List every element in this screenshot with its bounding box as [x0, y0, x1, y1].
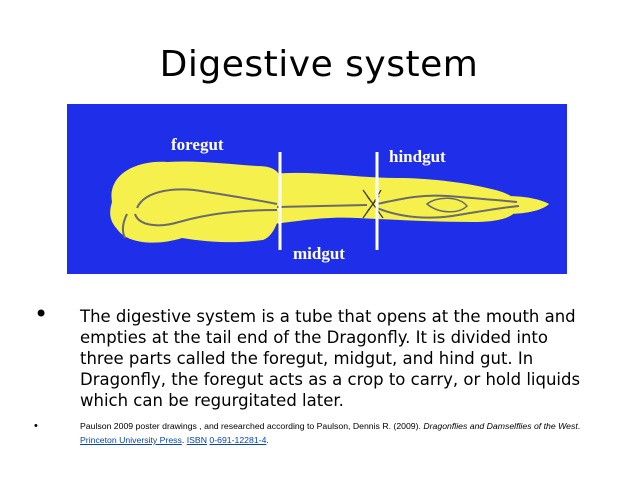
digestive-diagram: foregut midgut hindgut [67, 104, 567, 274]
midgut-tube [276, 204, 368, 208]
reference-end: . [266, 435, 269, 445]
hindgut-lower [376, 205, 520, 219]
label-midgut: midgut [293, 244, 345, 263]
bullet-marker-small: • [34, 420, 38, 432]
label-foregut: foregut [171, 135, 224, 154]
label-hindgut: hindgut [389, 147, 446, 166]
reference-book-title: Dragonflies and Damselflies of the West [423, 421, 578, 431]
reference-sep1: . [577, 421, 581, 431]
bullet-main-text: The digestive system is a tube that open… [80, 307, 581, 410]
diagram-svg: foregut midgut hindgut [67, 104, 567, 274]
malpighian-tubules [362, 189, 384, 219]
reference-prefix: Paulson 2009 poster drawings , and resea… [80, 421, 424, 431]
publisher-link[interactable]: Princeton University Press [80, 435, 182, 445]
foregut-crop [136, 188, 278, 209]
bullet-reference: • Paulson 2009 poster drawings , and res… [34, 419, 594, 447]
bullet-marker: • [34, 300, 49, 328]
head-thorax-shape [110, 161, 282, 243]
reference-sep2: . [181, 435, 187, 445]
tail-shape [507, 196, 549, 214]
bullet-main: • The digestive system is a tube that op… [34, 300, 594, 411]
hindgut-upper [376, 194, 518, 205]
slide-title: Digestive system [159, 44, 479, 85]
gut-tube [121, 188, 520, 239]
rectal-loop [425, 197, 469, 213]
foregut-crop-lower [134, 209, 278, 227]
bullet-list: • The digestive system is a tube that op… [34, 300, 594, 447]
region-dividers [278, 152, 379, 250]
isbn-label-link[interactable]: ISBN [186, 435, 207, 445]
esophagus [121, 213, 128, 239]
isbn-link[interactable]: 0-691-12281-4 [209, 435, 267, 445]
